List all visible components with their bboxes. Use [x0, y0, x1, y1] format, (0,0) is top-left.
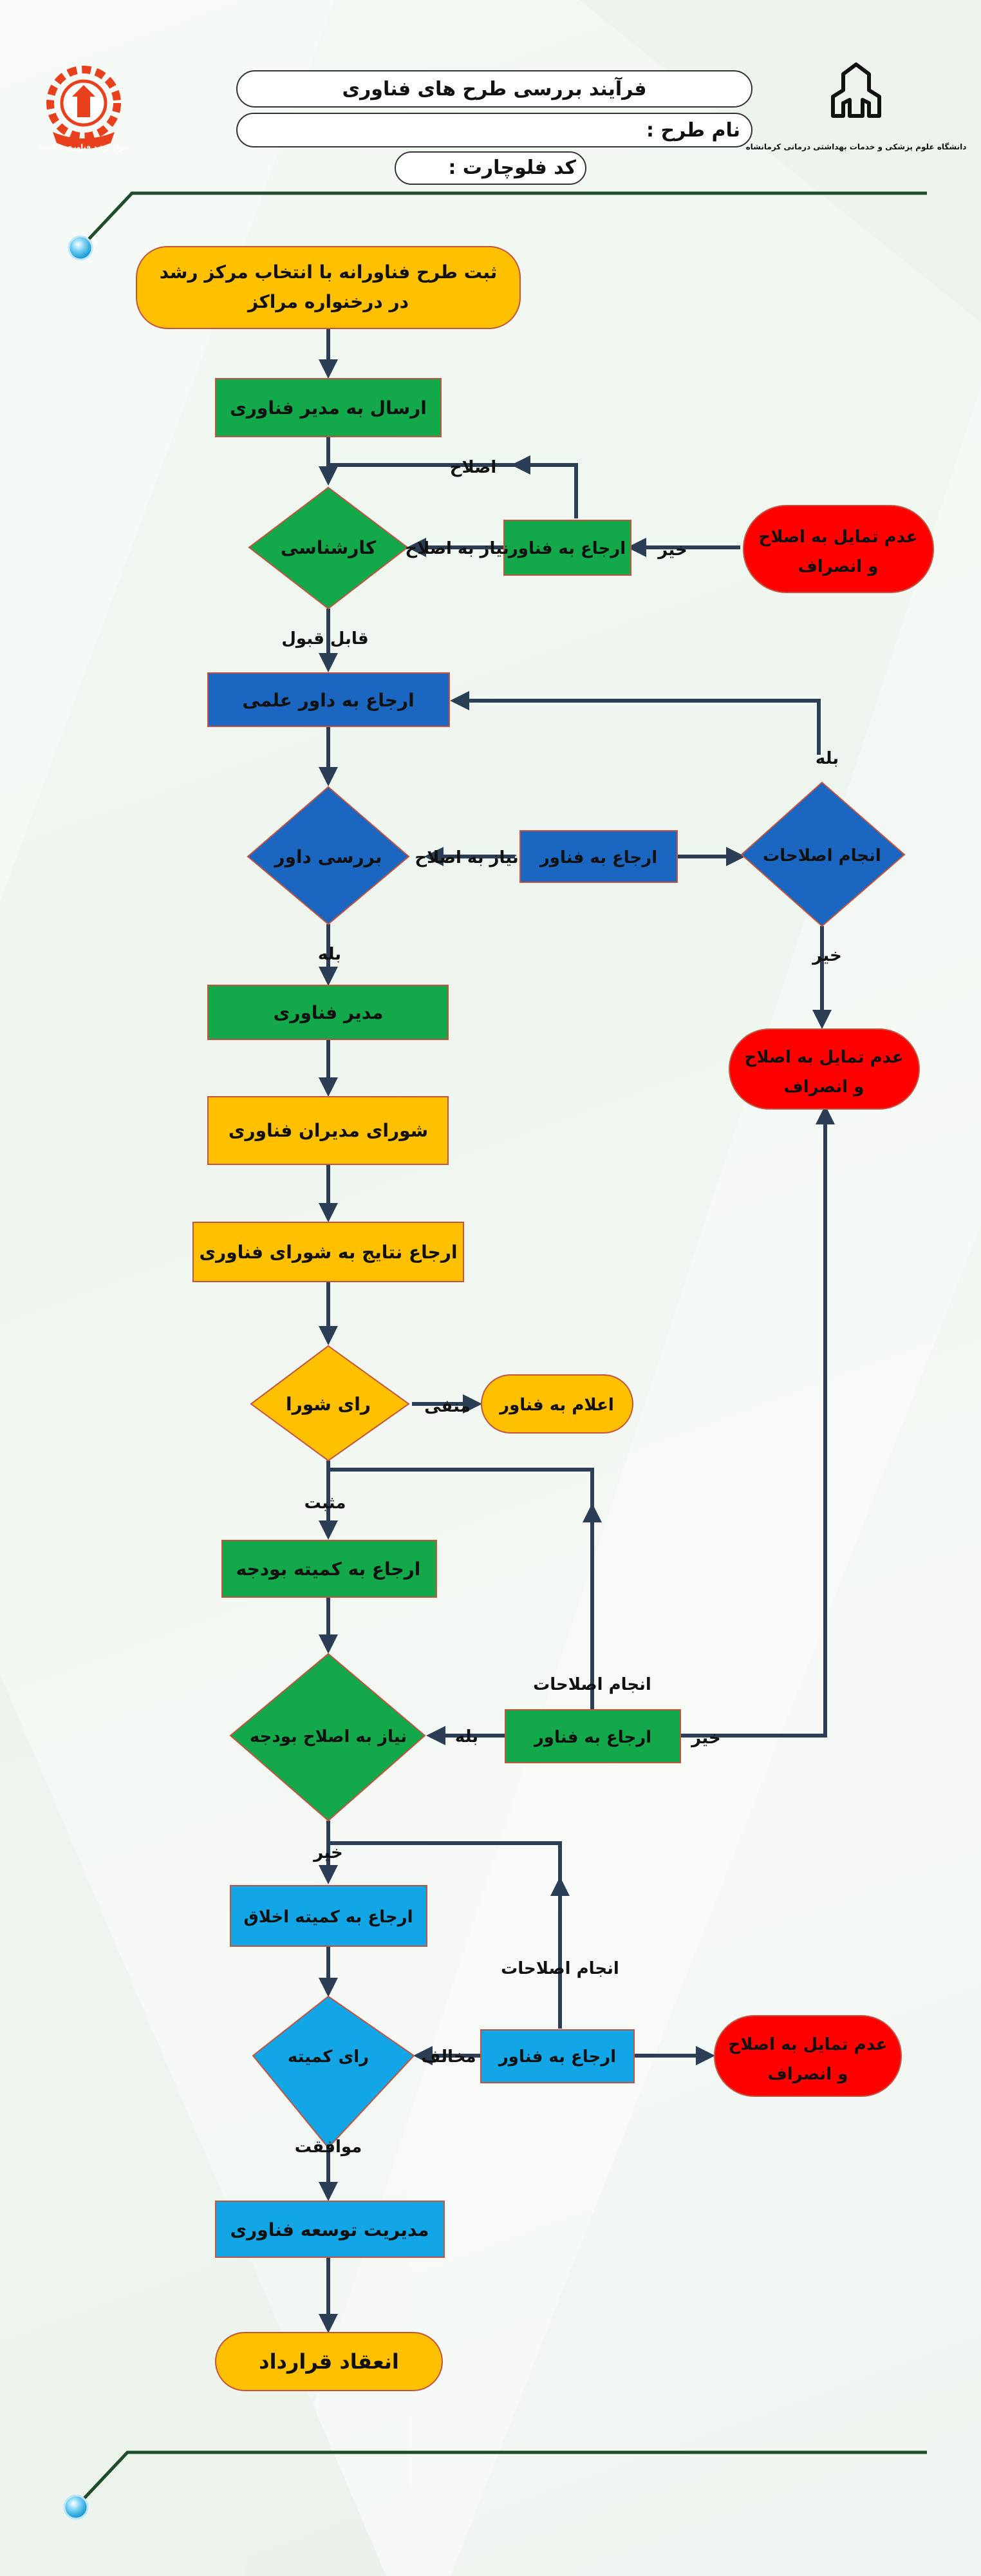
node-send-to-manager: ارسال به مدیر فناوری [215, 378, 442, 437]
edge-label-no-1: خیر [657, 540, 687, 560]
edge-label-needs-fix-2: نیاز به اصلاح [415, 848, 518, 867]
footer-decorative-dot [63, 2494, 89, 2520]
node-refer-tech-1: ارجاع به فناور [503, 520, 631, 576]
flowchart-code-box [395, 151, 586, 185]
header-decorative-dot [68, 235, 93, 261]
node-tech-manager: مدیر فناوری [207, 985, 449, 1040]
edge-label-yes-3: بله [455, 1727, 478, 1747]
header: فرآیند بررسی طرح های فناوری نام طرح : کد… [39, 62, 967, 261]
node-decline-2: عدم تمایل به اصلاح و انصراف [729, 1028, 920, 1110]
edge-label-positive: مثبت [304, 1493, 346, 1513]
node-decline-1: عدم تمایل به اصلاح و انصراف [743, 505, 934, 593]
node-decline-3-line-1: عدم تمایل به اصلاح [729, 2035, 888, 2054]
node-committee-vote-label: رای کمیته [288, 2047, 369, 2067]
node-start: ثبت طرح فناورانه با انتخاب مرکز رشد در در… [136, 246, 521, 329]
node-refer-tech-3-label: ارجاع به فناور [533, 1728, 651, 1747]
flowchart-code-label: کد فلوچارت : [448, 156, 576, 179]
page-title: فرآیند بررسی طرح های فناوری [342, 77, 647, 100]
node-budget-fix-q-label: نیاز به اصلاح بودجه [250, 1727, 407, 1747]
edge-label-no-3: خیر [690, 1728, 721, 1748]
node-notify-tech-label: اعلام به فناور [498, 1396, 614, 1415]
node-managers-council: شورای مدیران فناوری [207, 1096, 449, 1165]
edge-label-approved: موافقت [295, 2137, 362, 2157]
node-ethics-committee-label: ارجاع به کمیته اخلاق [243, 1908, 413, 1927]
node-results-to-council-label: ارجاع نتایج به شورای فناوری [199, 1242, 457, 1263]
node-corrections-done-q: انجام اصلاحات [740, 781, 906, 927]
node-expert-review-label: کارشناسی [281, 537, 377, 558]
node-committee-vote: رای کمیته [252, 1995, 415, 2149]
node-tech-manager-label: مدیر فناوری [274, 1002, 384, 1023]
university-emblem-icon [831, 62, 881, 118]
node-referee-review-label: بررسی داور [273, 846, 382, 867]
node-expert-review: کارشناسی [248, 486, 409, 610]
edge-label-acceptable: قابل قبول [281, 629, 368, 649]
node-start-label: ثبت طرح فناورانه با انتخاب مرکز رشد در در… [160, 261, 498, 312]
center-emblem-icon [72, 85, 95, 117]
edge-label-yes-2: بله [318, 945, 341, 964]
connectors [319, 328, 835, 2333]
node-decline-3: عدم تمایل به اصلاح و انصراف [714, 2015, 902, 2097]
node-decline-1-label: عدم تمایل به اصلاح و انصراف [759, 527, 918, 576]
node-decline-3-line-2: و انصراف [768, 2065, 848, 2084]
edge-label-no-4: خیر [312, 1843, 343, 1862]
edge-label-opposed: مخالف [421, 2047, 476, 2067]
edge-labels: اصلاح نیاز به اصلاح خیر قابل قبول بله نی… [281, 458, 841, 2157]
node-refer-tech-3: ارجاع به فناور [505, 1709, 681, 1763]
node-notify-tech: اعلام به فناور [481, 1374, 633, 1434]
edge-label-fix: اصلاح [450, 458, 497, 477]
university-logo: دانشگاه علوم پزشکی و خدمات بهداشتی درمان… [746, 62, 967, 152]
edge-label-negative: منفی [424, 1397, 471, 1416]
node-council-vote: رای شورا [250, 1345, 410, 1462]
node-ethics-committee: ارجاع به کمیته اخلاق [230, 1885, 427, 1947]
title-box [236, 70, 752, 108]
header-decorative-line [79, 191, 927, 249]
node-refer-scientific-label: ارجاع به داور علمی [242, 690, 414, 711]
node-budget-committee: ارجاع به کمیته بودجه [221, 1540, 437, 1598]
node-managers-council-label: شورای مدیران فناوری [229, 1120, 428, 1141]
university-name: دانشگاه علوم پزشکی و خدمات بهداشتی درمان… [746, 142, 967, 152]
node-refer-tech-2-label: ارجاع به فناور [539, 848, 657, 867]
node-refer-tech-1-label: ارجاع به فناور [507, 539, 626, 558]
node-tech-dev-mgmt-label: مدیریت توسعه فناوری [230, 2219, 429, 2240]
node-send-to-manager-label: ارسال به مدیر فناوری [230, 397, 427, 419]
node-decline-3-label: عدم تمایل به اصلاح و انصراف [729, 2035, 888, 2084]
node-tech-dev-mgmt: مدیریت توسعه فناوری [215, 2201, 445, 2258]
node-decline-2-label: عدم تمایل به اصلاح و انصراف [745, 1048, 904, 1097]
plan-name-box [236, 113, 752, 147]
node-refer-scientific: ارجاع به داور علمی [207, 672, 450, 727]
node-start-line-1: ثبت طرح فناورانه با انتخاب مرکز رشد [160, 261, 498, 283]
edge-label-no-2: خیر [811, 946, 842, 965]
gear-icon [46, 66, 121, 140]
edge-label-corrections-done-2: انجام اصلاحات [501, 1959, 619, 1978]
footer-decoration [63, 2450, 927, 2520]
node-refer-tech-2: ارجاع به فناور [519, 830, 678, 883]
edge-label-corrections-done-1: انجام اصلاحات [533, 1675, 651, 1694]
node-refer-tech-4-label: ارجاع به فناور [498, 2047, 616, 2067]
node-decline-1-line-2: و انصراف [798, 557, 879, 576]
center-logo-text: مرکز رشد فناوری سلامت [39, 143, 129, 151]
center-logo: مرکز رشد فناوری سلامت [39, 66, 129, 151]
node-budget-committee-label: ارجاع به کمیته بودجه [236, 1558, 421, 1580]
node-contract-label: انعقاد قرارداد [259, 2349, 399, 2374]
plan-name-label: نام طرح : [646, 119, 740, 142]
node-budget-fix-q: نیاز به اصلاح بودجه [229, 1653, 426, 1822]
node-refer-tech-4: ارجاع به فناور [480, 2029, 635, 2083]
edge-label-yes-1: بله [816, 749, 839, 768]
edge-label-needs-fix-1: نیاز به اصلاح [405, 539, 509, 558]
footer-decorative-line [75, 2450, 927, 2508]
node-referee-review: بررسی داور [247, 786, 410, 925]
node-decline-2-line-1: عدم تمایل به اصلاح [745, 1048, 904, 1067]
node-contract: انعقاد قرارداد [215, 2332, 443, 2391]
node-decline-1-line-1: عدم تمایل به اصلاح [759, 527, 918, 547]
node-decline-2-line-2: و انصراف [784, 1077, 864, 1097]
node-results-to-council: ارجاع نتایج به شورای فناوری [192, 1222, 464, 1282]
node-start-line-2: در درخنواره مراکز [247, 291, 409, 312]
node-corrections-done-q-label: انجام اصلاحات [763, 846, 881, 866]
node-council-vote-label: رای شورا [286, 1394, 371, 1415]
